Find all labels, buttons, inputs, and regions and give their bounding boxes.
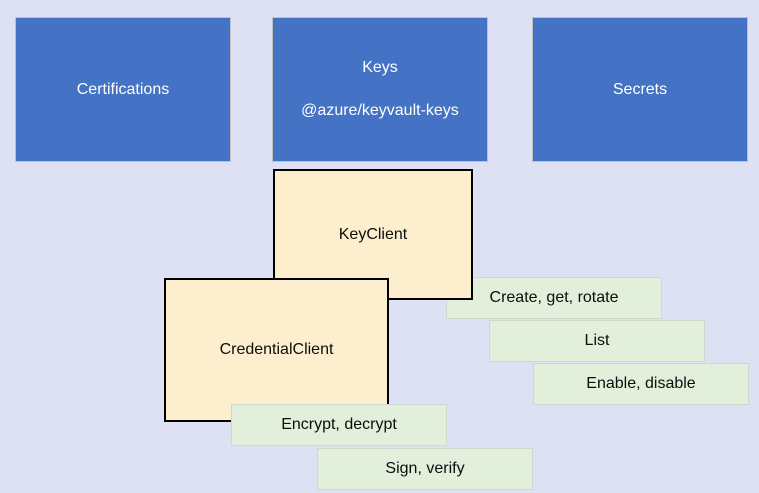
operation-box-list[interactable]: List [489,320,705,362]
operation-label-enable-disable: Enable, disable [586,375,696,392]
category-label-keys: Keys [362,59,398,77]
category-label-secrets: Secrets [612,80,668,98]
client-label-credential-client: CredentialClient [219,341,334,358]
operation-box-encrypt-decrypt[interactable]: Encrypt, decrypt [231,404,447,446]
operation-label-create-get-rotate: Create, get, rotate [489,289,619,306]
operation-box-create-get-rotate[interactable]: Create, get, rotate [446,277,662,319]
client-label-key-client: KeyClient [338,225,408,243]
client-box-credential-client[interactable]: CredentialClient [164,278,389,422]
operation-box-enable-disable[interactable]: Enable, disable [533,363,749,405]
operation-label-encrypt-decrypt: Encrypt, decrypt [281,416,397,433]
category-label-certifications: Certifications [76,80,170,98]
category-package-keys: @azure/keyvault-keys [301,102,459,119]
operation-label-list: List [584,332,610,349]
category-box-secrets[interactable]: Secrets [532,17,748,162]
operation-box-sign-verify[interactable]: Sign, verify [317,448,533,490]
category-box-keys[interactable]: Keys @azure/keyvault-keys [272,17,488,162]
operation-label-sign-verify: Sign, verify [385,460,465,477]
category-box-certifications[interactable]: Certifications [15,17,231,162]
